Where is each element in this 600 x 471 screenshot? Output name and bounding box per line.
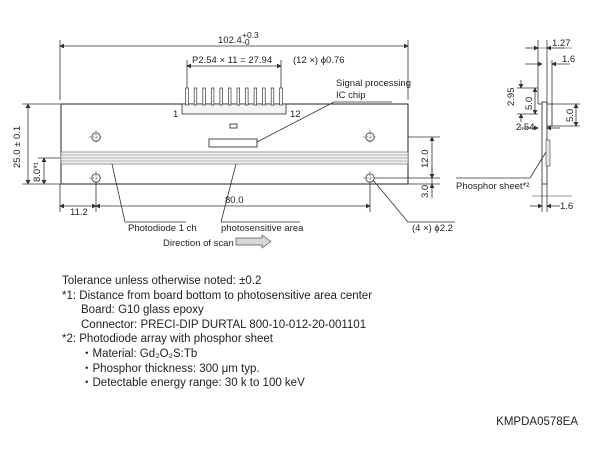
- pins-text: (12 ×) ϕ0.76: [293, 55, 345, 66]
- drawing-code: KMPDA0578EA: [496, 416, 578, 428]
- connector-pin: [236, 87, 240, 106]
- overall-tol-minus: -0: [242, 37, 250, 47]
- connector-pin: [193, 87, 198, 106]
- thickness-note: ・Phosphor thickness: 300 μm typ.: [81, 362, 260, 375]
- overall-tol-plus: +0.3: [242, 30, 259, 40]
- height-text: 25.0 ± 0.1: [12, 126, 23, 168]
- side-dim-2-54: 2.54: [516, 122, 535, 133]
- dim-12-text: 12.0: [420, 150, 431, 169]
- material-note: ・Material: Gd₂O₂S:Tb: [81, 347, 198, 360]
- connector-pin: [219, 87, 223, 106]
- connector-pin: [228, 87, 232, 106]
- tolerance-note: Tolerance unless otherwise noted: ±0.2: [62, 275, 262, 287]
- connector-pin: [279, 87, 283, 106]
- ic-label-1: Signal processing: [336, 78, 411, 89]
- side-dim-1-6-top: 1.6: [562, 54, 575, 65]
- side-dim-1-6-bottom: 1.6: [560, 201, 573, 212]
- board-note: Board: G10 glass epoxy: [81, 304, 204, 317]
- holes-text: (4 ×) ϕ2.2: [412, 223, 453, 234]
- connector-note: Connector: PRECI-DIP DURTAL 800-10-012-2…: [81, 318, 367, 331]
- dim-3-text: 3.0: [420, 185, 431, 198]
- side-dim-5-0-b: 5.0: [565, 109, 576, 122]
- phosphor-label: Phosphor sheet*²: [456, 181, 529, 192]
- ic-label-2: IC chip: [336, 90, 366, 101]
- energy-note: ・Detectable energy range: 30 k to 100 ke…: [81, 377, 305, 390]
- connector-pin: [245, 87, 249, 106]
- side-dim-2-95: 2.95: [506, 88, 517, 107]
- pin-first-label: 1: [173, 109, 178, 120]
- note-1: *1: Distance from board bottom to photos…: [62, 289, 373, 302]
- note-2: *2: Photodiode array with phosphor sheet: [62, 333, 273, 346]
- connector-pin: [253, 87, 258, 106]
- notes-block: Tolerance unless otherwise noted: ±0.2 *…: [62, 274, 372, 391]
- connector-pin: [202, 87, 206, 106]
- overall-length-text: 102.4: [218, 35, 242, 46]
- dim-80-text: 80.0: [225, 195, 244, 206]
- dim-11-2-text: 11.2: [70, 207, 88, 218]
- connector-pin: [270, 87, 275, 106]
- side-dim-5-0-a: 5.0: [524, 97, 535, 110]
- pitch-text: P2.54 × 11 = 27.94: [192, 55, 272, 66]
- connector-pin: [210, 87, 215, 106]
- connector-pin: [185, 87, 189, 106]
- pin-last-label: 12: [290, 109, 301, 120]
- scan-direction-label: Direction of scan: [163, 238, 234, 249]
- side-dim-1-27: 1.27: [552, 38, 571, 49]
- connector-pin: [262, 87, 266, 106]
- photodiode-label: Photodiode 1 ch: [128, 223, 197, 234]
- offset-8-text: 8.0*¹: [32, 162, 43, 182]
- photosensitive-label: photosensitive area: [221, 223, 304, 234]
